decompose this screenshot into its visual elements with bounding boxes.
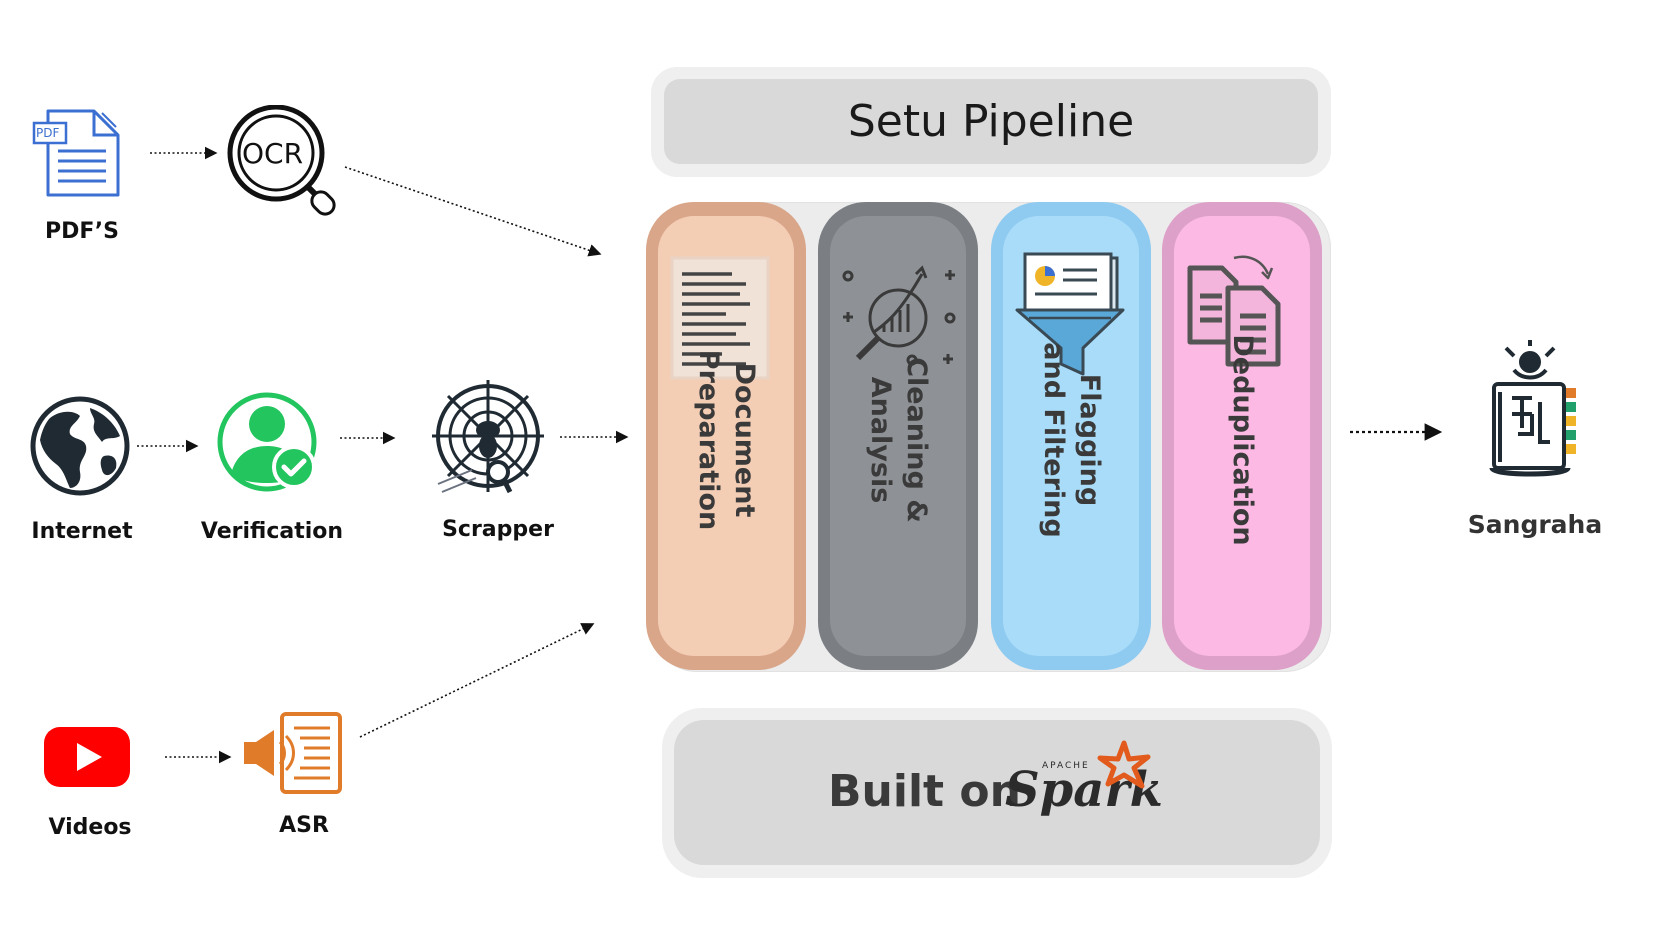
built-on-text: Built on bbox=[828, 766, 1021, 817]
stage-flagging-filtering-label: Flagging and Filtering bbox=[1035, 310, 1107, 570]
stage-cleaning-analysis-line2: Analysis bbox=[865, 376, 896, 504]
analysis-magnifier-chart-icon bbox=[838, 252, 958, 382]
speech-transcript-icon bbox=[242, 712, 344, 796]
pdf-document-icon: PDF bbox=[32, 105, 122, 200]
asr-label: ASR bbox=[279, 813, 329, 838]
stage-flagging-filtering: Flagging and Filtering bbox=[991, 202, 1151, 670]
internet-label: Internet bbox=[31, 519, 133, 544]
arrow-asr-to-pipeline bbox=[359, 623, 595, 738]
filter-funnel-icon bbox=[1011, 252, 1131, 382]
pdfs-label: PDF’S bbox=[44, 219, 120, 244]
stage-document-preparation-label: Document Preparation bbox=[690, 310, 762, 570]
stage-cleaning-analysis-label: Cleaning & Analysis bbox=[862, 310, 934, 570]
stage-document-preparation-line1: Document bbox=[729, 362, 760, 518]
stage-flagging-filtering-line1: Flagging bbox=[1074, 373, 1105, 507]
arrow-ocr-to-pipeline bbox=[344, 166, 602, 257]
ocr-magnifier-icon: OCR bbox=[226, 104, 344, 220]
sangraha-book-icon bbox=[1486, 340, 1582, 480]
ocr-text: OCR bbox=[242, 137, 304, 170]
verification-label: Verification bbox=[200, 519, 344, 544]
spider-web-icon bbox=[432, 380, 546, 505]
document-lines-icon bbox=[666, 252, 786, 382]
pdf-badge-text: PDF bbox=[36, 126, 60, 140]
apache-text: APACHE bbox=[1042, 761, 1090, 771]
sangraha-label: Sangraha bbox=[1467, 510, 1603, 539]
verified-user-icon bbox=[217, 392, 321, 496]
pipeline-title: Setu Pipeline bbox=[664, 79, 1318, 164]
stage-flagging-filtering-line2: and Filtering bbox=[1038, 342, 1069, 538]
built-on-box bbox=[674, 720, 1320, 865]
stage-cleaning-analysis: Cleaning & Analysis bbox=[818, 202, 978, 670]
stage-cleaning-analysis-line1: Cleaning & bbox=[901, 357, 932, 523]
scrapper-label: Scrapper bbox=[442, 517, 554, 542]
globe-icon bbox=[30, 396, 130, 496]
videos-label: Videos bbox=[48, 815, 132, 840]
stage-deduplication-line1: Deduplication bbox=[1227, 334, 1258, 546]
stage-document-preparation-line2: Preparation bbox=[693, 349, 724, 531]
spark-star-icon bbox=[1096, 740, 1152, 792]
stage-document-preparation: Document Preparation bbox=[646, 202, 806, 670]
youtube-play-icon bbox=[44, 727, 130, 787]
duplicate-files-icon bbox=[1182, 252, 1302, 382]
stage-deduplication: Deduplication bbox=[1162, 202, 1322, 670]
stage-deduplication-label: Deduplication bbox=[1224, 310, 1260, 570]
